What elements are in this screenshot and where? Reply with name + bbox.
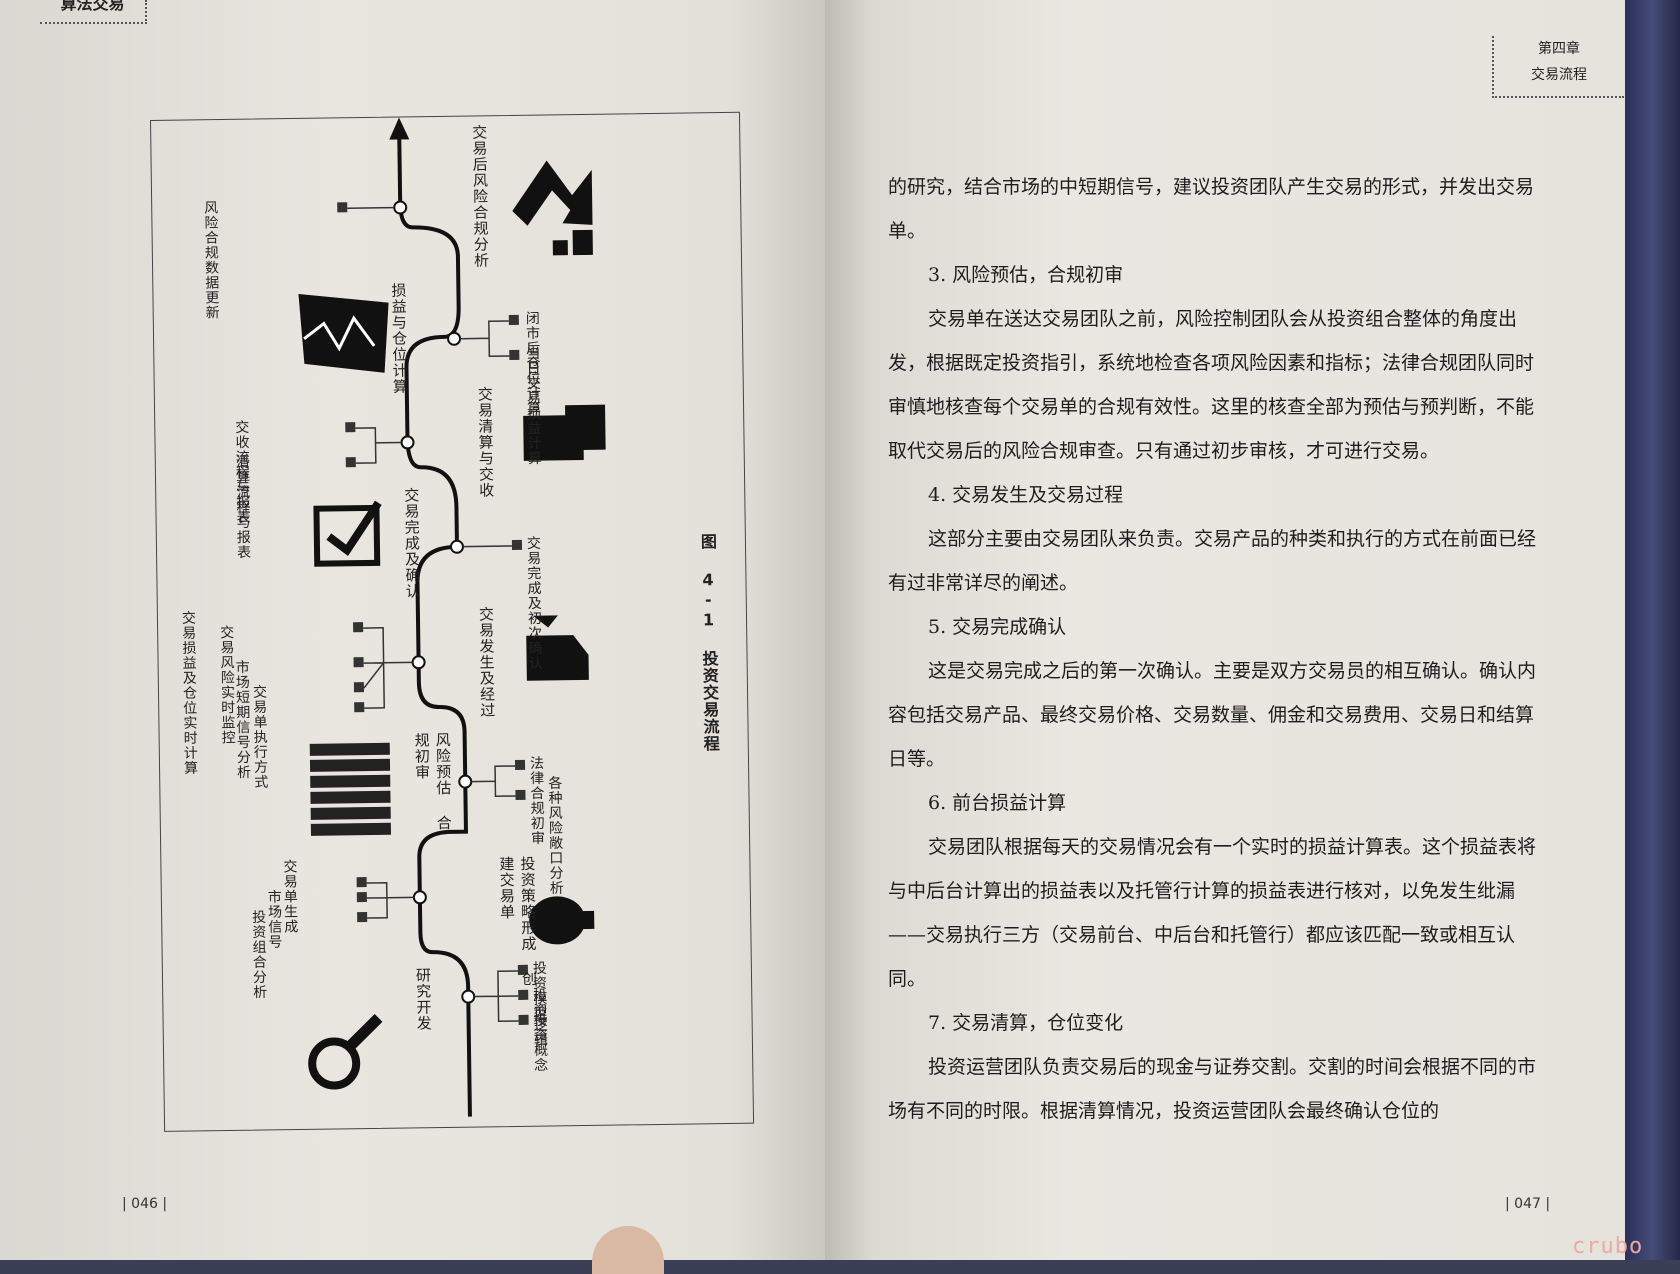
- node-8: [393, 200, 408, 215]
- watermark: crubo: [1572, 1234, 1644, 1259]
- item-2-2: 市场信号: [265, 889, 283, 950]
- timeline-path: [397, 129, 472, 1117]
- book-cover-edge: [1625, 0, 1680, 1260]
- running-head-left: 算法交易: [40, 0, 147, 24]
- branch-4: [363, 627, 413, 709]
- item-3-2: 各种风险敞口分析: [546, 775, 564, 896]
- stage-label-4: 交易发生及经过: [476, 606, 497, 719]
- item-4-1: 交易损益及仓位实时计算: [179, 610, 199, 776]
- page-number-left: | 046 |: [122, 1196, 168, 1212]
- paragraph-clearing: 投资运营团队负责交易后的现金与证券交割。交割的时间会根据不同的市场有不同的时限。…: [888, 1056, 1537, 1122]
- section-label: 交易流程: [1531, 67, 1587, 83]
- branch-6: [355, 427, 402, 464]
- heading-trade-process: 4. 交易发生及交易过程: [928, 484, 1124, 506]
- stage-label-1: 研究开发: [413, 967, 433, 1032]
- lightbulb-icon: [529, 896, 595, 945]
- item-bullets: [337, 202, 529, 1025]
- left-page: 算法交易: [0, 0, 825, 1274]
- item-5-1: 交易完成及初次确认: [524, 535, 543, 671]
- paragraph-pnl: 交易团队根据每天的交易情况会有一个实时的损益计算表。这个损益表将与中后台计算出的…: [888, 836, 1537, 990]
- node-5: [449, 539, 464, 554]
- timeline-arrowhead: [389, 117, 410, 140]
- item-4-4: 交易单执行方式: [250, 684, 269, 790]
- node-6: [400, 435, 415, 450]
- book-title: 算法交易: [60, 0, 125, 13]
- node-4: [411, 655, 426, 670]
- growth-arrow-icon: [512, 160, 593, 256]
- stage-label-8: 交易后风险合规分析: [470, 124, 491, 269]
- item-2-3: 投资组合分析: [250, 909, 268, 1000]
- factory-icon: [526, 615, 589, 681]
- item-1-3: 投资概念: [531, 1012, 549, 1073]
- building-icon: [523, 404, 606, 461]
- item-6-2: 清算流程与报表: [233, 454, 252, 560]
- node-1: [461, 989, 476, 1004]
- heading-confirm: 5. 交易完成确认: [928, 616, 1067, 638]
- node-7: [447, 331, 462, 346]
- paragraph-continued: 的研究，结合市场的中短期信号，建议投资团队产生交易的形式，并发出交易单。: [888, 176, 1535, 242]
- branch-8: [347, 206, 395, 210]
- flow-diagram: [298, 117, 606, 1117]
- item-2-1: 交易单生成: [281, 859, 299, 935]
- stage-label-5: 交易完成及确认: [402, 487, 422, 600]
- node-2: [412, 890, 427, 905]
- running-head-right: 第四章 交易流程: [1492, 36, 1624, 98]
- chart-icon: [298, 293, 389, 373]
- checkbox-icon: [313, 500, 382, 567]
- heading-pnl: 6. 前台损益计算: [928, 792, 1067, 814]
- stage-label-3: 风险预估 合规初审: [412, 731, 453, 832]
- heading-clearing: 7. 交易清算，仓位变化: [928, 1012, 1124, 1034]
- node-3: [458, 774, 473, 789]
- paragraph-confirm: 这是交易完成之后的第一次确认。主要是双方交易员的相互确认。确认内容包括交易产品、…: [888, 660, 1537, 770]
- right-page: 第四章 交易流程 | 047 |: [825, 0, 1625, 1260]
- branch-7: [460, 320, 510, 358]
- branch-2: [366, 882, 414, 919]
- branch-3: [471, 765, 516, 798]
- paragraph-trade-process: 这部分主要由交易团队来负责。交易产品的种类和执行的方式在前面已经有过非常详尽的阐…: [888, 528, 1537, 594]
- item-7-2: 当日交易损益计算: [524, 345, 542, 466]
- figure-caption: 图 4-1 投资交易流程: [697, 533, 720, 753]
- item-4-3: 市场短期信号分析: [233, 659, 252, 780]
- process-figure: 研究开发 投资策略形成 创建交易单 风险预估 合规初审 交易发生及经过 交易完成…: [150, 111, 755, 1132]
- branch-1: [474, 970, 519, 1022]
- body-text: 的研究，结合市场的中短期信号，建议投资团队产生交易的形式，并发出交易单。 3. …: [888, 165, 1538, 1133]
- chapter-label: 第四章: [1538, 41, 1580, 57]
- heading-risk: 3. 风险预估，合规初审: [928, 264, 1124, 286]
- stage-label-7: 损益与仓位计算: [389, 282, 409, 395]
- item-8-1: 风险合规数据更新: [202, 200, 220, 321]
- magnifier-icon: [308, 1013, 383, 1090]
- paragraph-risk: 交易单在送达交易团队之前，风险控制团队会从投资组合整体的角度出发，根据既定投资指…: [888, 308, 1535, 462]
- item-3-1: 法律合规初审: [527, 755, 546, 846]
- reader-finger: [592, 1226, 664, 1274]
- branch-5: [462, 545, 512, 548]
- brick-wall-icon: [309, 742, 392, 836]
- page-number-right: | 047 |: [1505, 1196, 1551, 1212]
- stage-label-6: 交易清算与交收: [475, 386, 496, 499]
